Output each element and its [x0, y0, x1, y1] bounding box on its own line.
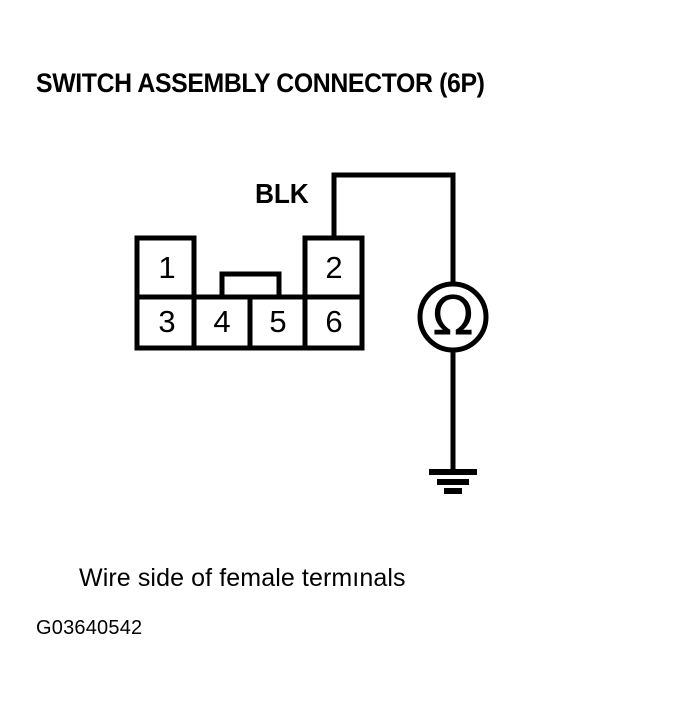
ohm-omega-icon: Ω [432, 285, 473, 348]
pin-number-4: 4 [213, 304, 230, 339]
pin-number-6: 6 [325, 304, 342, 339]
connector-bottom-row [134, 294, 365, 351]
ground-connection [429, 350, 477, 494]
pin-number-5: 5 [269, 304, 286, 339]
connector-cell-pin-2 [302, 235, 365, 300]
pin-number-3: 3 [158, 304, 175, 339]
wire-color-label-blk: BLK [255, 178, 309, 209]
figure-caption: Wire side of female termınals [79, 564, 406, 592]
ohmmeter-symbol: Ω [417, 281, 489, 353]
pin-number-2: 2 [325, 250, 342, 285]
page-title: SWITCH ASSEMBLY CONNECTOR (6P) [36, 68, 485, 98]
pin-number-1: 1 [158, 250, 175, 285]
figure-id-code: G03640542 [36, 617, 143, 639]
test-lead-wire [331, 172, 456, 284]
connector-locking-tab [219, 271, 282, 297]
